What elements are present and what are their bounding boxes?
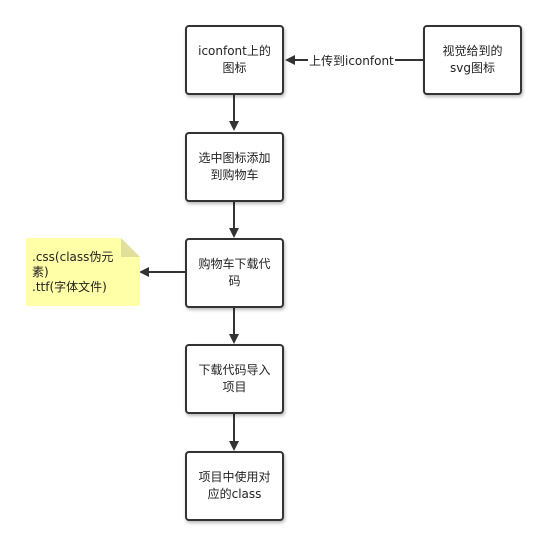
- node-select-add-cart-label: 选中图标添加 到购物车: [198, 151, 271, 182]
- node-iconfont-icons: iconfont上的 图标: [185, 25, 284, 95]
- node-cart-download: 购物车下载代 码: [185, 238, 284, 308]
- sticky-note: .css(class伪元 素) .ttf(字体文件): [26, 238, 140, 306]
- node-design-svg-label: 视觉给到的 svg图标: [442, 44, 503, 75]
- node-select-add-cart: 选中图标添加 到购物车: [185, 132, 284, 202]
- node-import-project: 下载代码导入 项目: [185, 344, 284, 414]
- node-import-project-label: 下载代码导入 项目: [198, 363, 271, 394]
- edge-label-upload: 上传到iconfont: [308, 52, 395, 69]
- node-cart-download-label: 购物车下载代 码: [198, 257, 271, 288]
- node-use-class: 项目中使用对 应的class: [185, 451, 284, 521]
- node-design-svg: 视觉给到的 svg图标: [423, 25, 522, 95]
- node-use-class-label: 项目中使用对 应的class: [198, 470, 271, 501]
- sticky-note-fold: [121, 238, 140, 257]
- node-iconfont-icons-label: iconfont上的 图标: [198, 44, 271, 75]
